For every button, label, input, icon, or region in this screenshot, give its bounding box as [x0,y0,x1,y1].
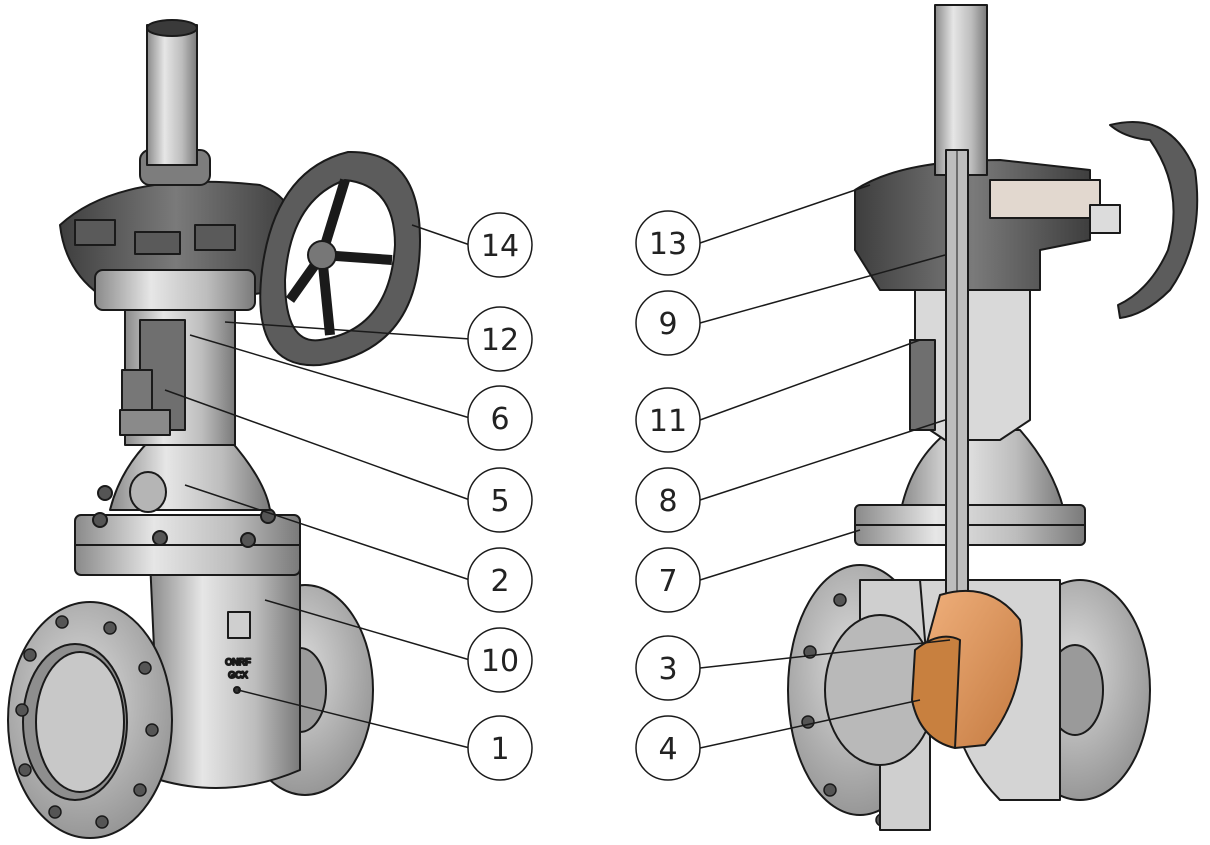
svg-text:12: 12 [481,323,519,358]
callout-4: 4 [635,715,701,781]
callout-7: 7 [635,547,701,613]
callout-10: 10 [467,627,533,693]
callout-9: 9 [635,290,701,356]
callout-3: 3 [635,635,701,701]
right-valve-section [787,4,1199,831]
svg-text:2: 2 [490,564,509,599]
svg-text:4: 4 [658,732,677,767]
right-stem [934,4,988,176]
svg-text:3: 3 [658,652,677,687]
right-handwheel [1109,121,1199,319]
callout-13: 13 [635,210,701,276]
leader-lines [164,184,951,749]
right-bonnet [899,429,1066,516]
svg-text:6: 6 [490,402,509,437]
callout-2: 2 [467,547,533,613]
svg-text:13: 13 [649,227,687,262]
left-handwheel [259,150,421,367]
right-seat-ring [911,635,961,749]
svg-text:10: 10 [481,644,519,679]
svg-text:1: 1 [490,732,509,767]
callout-14: 14 [467,212,533,278]
callout-12: 12 [467,306,533,372]
left-valve-assembled: ONRF GCX [7,19,421,839]
callout-5: 5 [467,467,533,533]
callout-6: 6 [467,385,533,451]
svg-text:9: 9 [658,307,677,342]
callout-8: 8 [635,467,701,533]
svg-text:5: 5 [490,484,509,519]
svg-text:14: 14 [481,229,519,264]
left-valve-body [149,559,301,789]
callouts-left: 14 12 6 5 2 10 1 [467,212,533,781]
left-marking-1: ONRF [225,657,251,667]
svg-text:7: 7 [658,564,677,599]
left-stem [146,24,198,166]
left-marking-2: GCX [228,670,248,680]
callout-11: 11 [635,387,701,453]
callout-1: 1 [467,715,533,781]
svg-text:11: 11 [649,404,687,439]
svg-text:8: 8 [658,484,677,519]
callouts-right: 13 9 11 8 7 3 4 [635,210,701,781]
